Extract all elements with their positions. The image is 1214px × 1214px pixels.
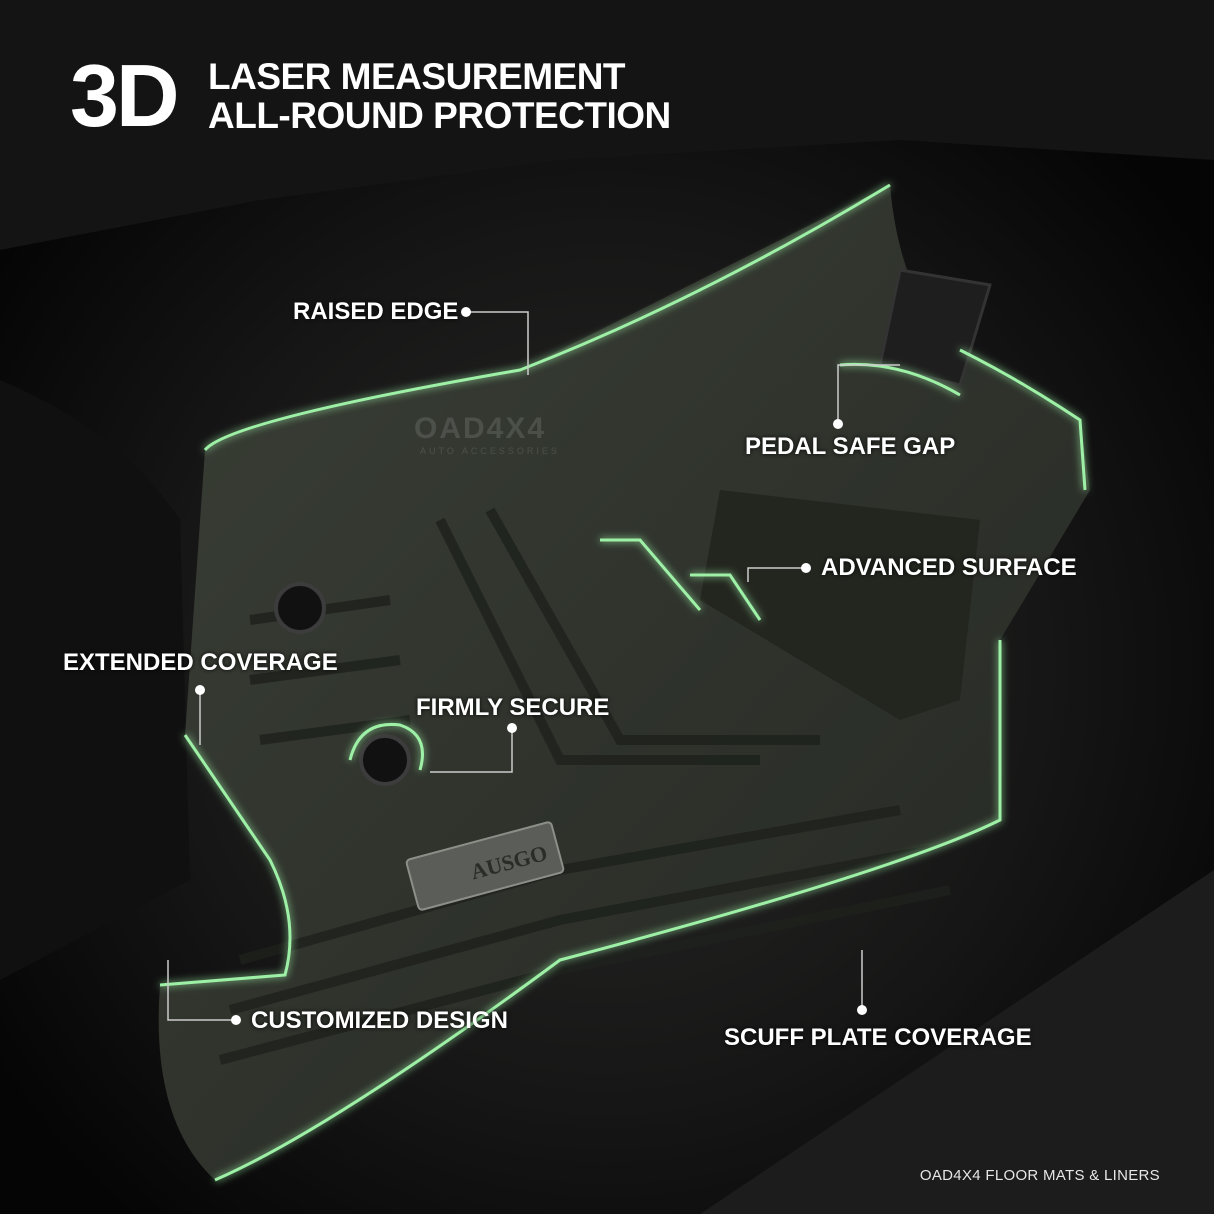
callout-raised-edge: RAISED EDGE <box>293 298 459 325</box>
footer-brand: OAD4X4 FLOOR MATS & LINERS <box>919 1167 1160 1184</box>
surface-pad <box>700 490 980 720</box>
clip-lower <box>359 734 411 786</box>
clip-upper <box>274 582 326 634</box>
seat-shadow <box>0 380 190 980</box>
pedal <box>878 268 992 387</box>
callout-scuff-plate-coverage: SCUFF PLATE COVERAGE <box>724 1024 1032 1051</box>
watermark-tagline: AUTO ACCESSORIES <box>420 446 560 456</box>
floor-mat <box>158 185 1090 1180</box>
door-sill <box>700 870 1214 1214</box>
callout-advanced-surface: ADVANCED SURFACE <box>821 554 1077 581</box>
callout-extended-coverage: EXTENDED COVERAGE <box>63 649 338 676</box>
callout-dots <box>195 307 867 1025</box>
callout-customized-design: CUSTOMIZED DESIGN <box>251 1007 508 1034</box>
headline-line1: LASER MEASUREMENT <box>208 56 626 97</box>
watermark-brand: OAD4X4 <box>414 412 547 445</box>
callout-leaders <box>167 311 900 1021</box>
headline-3d: 3D <box>70 46 179 145</box>
carpet-area <box>0 0 1214 250</box>
callout-firmly-secure: FIRMLY SECURE <box>416 694 610 721</box>
badge <box>405 821 565 911</box>
callout-pedal-safe-gap: PEDAL SAFE GAP <box>745 433 956 460</box>
headline-line2: ALL-ROUND PROTECTION <box>208 95 671 136</box>
glow-outline <box>159 183 1087 1182</box>
